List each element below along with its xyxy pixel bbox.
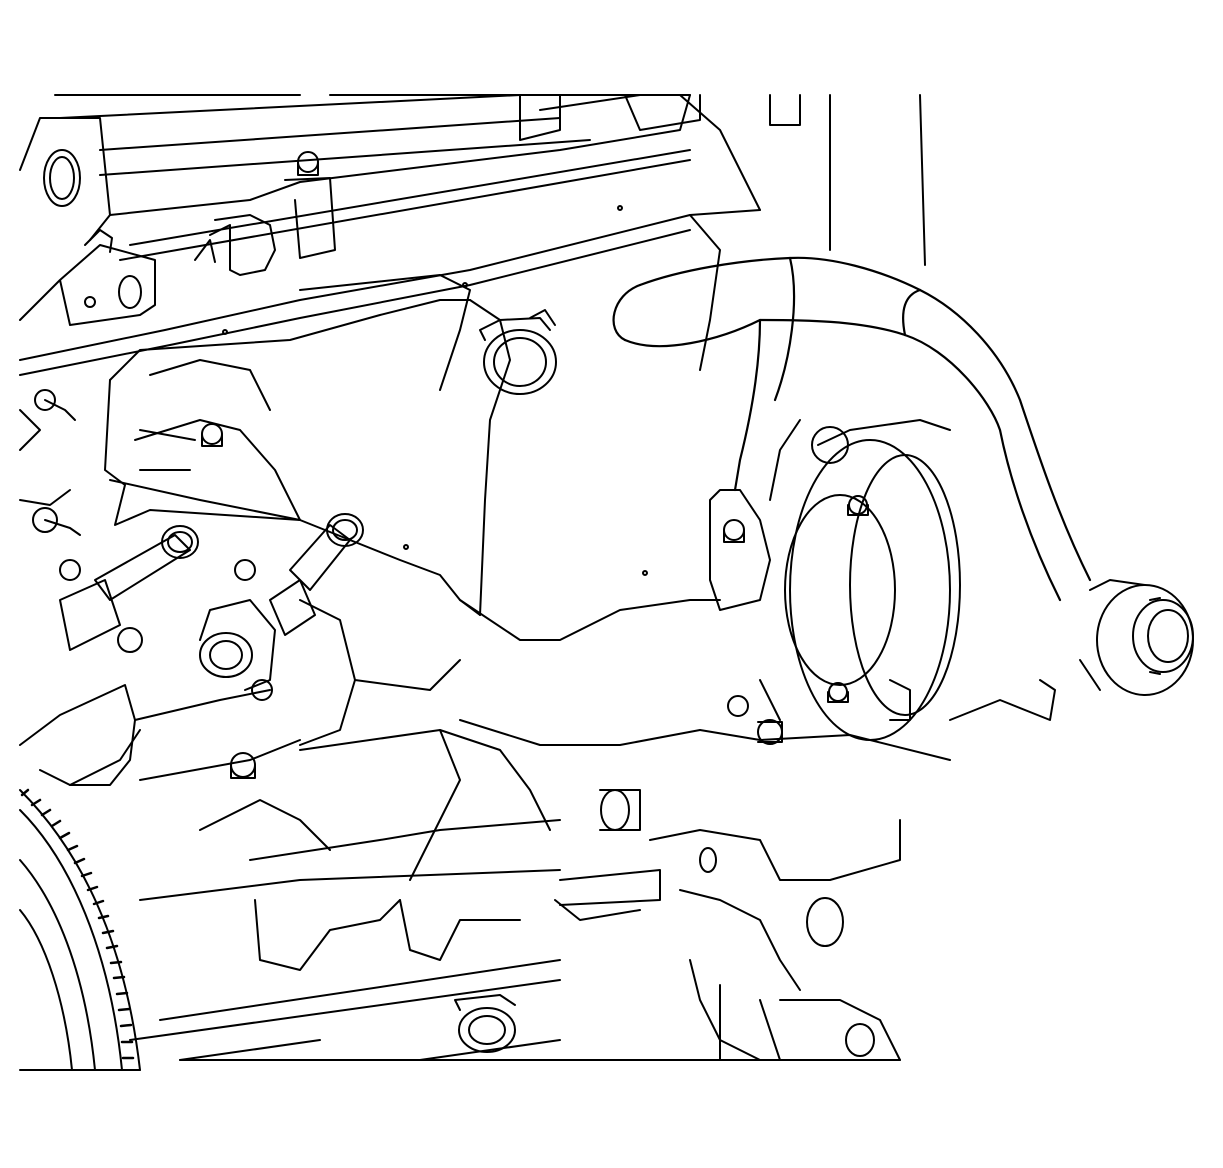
flywheel-ring-gear [19, 788, 141, 1071]
cylinder-head-top [19, 94, 926, 266]
oil-drain-plug [454, 994, 516, 1053]
exhaust-heat-shield [104, 205, 721, 641]
left-mount-bracket [19, 149, 156, 326]
hose-fitting [1079, 579, 1194, 696]
drawing-bottom-edge [19, 1059, 901, 1071]
exhaust-port [117, 599, 276, 779]
exhaust-outlet [19, 684, 301, 786]
lower-right-mount [554, 819, 901, 1061]
pump-bracket [709, 489, 771, 611]
injector-tube-left [59, 525, 199, 651]
injector-tube-right [234, 513, 364, 636]
hose-clamp [479, 309, 557, 395]
water-pump [699, 419, 1056, 761]
head-rail [19, 149, 761, 376]
heater-hose [612, 256, 1092, 602]
left-side-sensors [19, 389, 81, 536]
engine-block [129, 599, 701, 1061]
